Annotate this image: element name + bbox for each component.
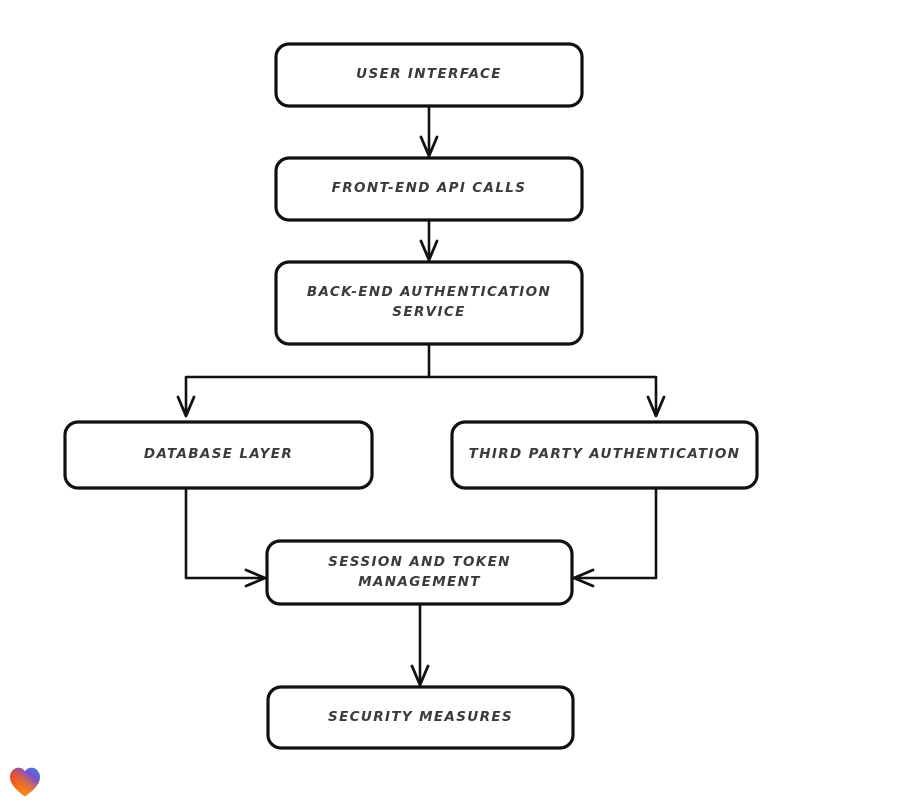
node-box-security-measures: [266, 685, 575, 750]
node-box-database-layer: [63, 420, 374, 490]
edge-api-to-backend: [419, 218, 439, 262]
node-box-user-interface: [274, 42, 584, 108]
node-box-back-end-authentication-service: [274, 260, 584, 346]
edge-ui-to-api: [419, 104, 439, 158]
edge-thirdparty-to-session: [572, 486, 658, 588]
edge-session-to-security: [410, 602, 430, 687]
heart-icon: [10, 767, 40, 797]
edge-backend-to-database: [176, 342, 431, 418]
edge-database-to-session: [184, 486, 267, 588]
node-box-third-party-authentication: [450, 420, 759, 490]
edge-backend-to-thirdparty: [427, 375, 666, 418]
node-box-session-and-token-management: [265, 539, 574, 606]
node-box-front-end-api-calls: [274, 156, 584, 222]
